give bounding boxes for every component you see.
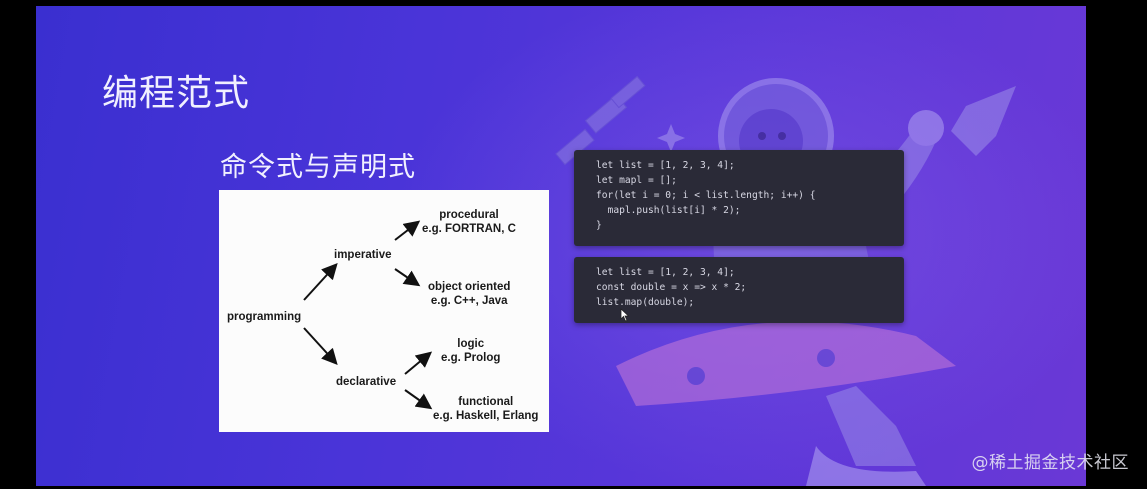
arrow-imperative-oo [394,268,421,287]
arrow-declarative-logic [404,351,433,375]
arrow-programming-imperative [303,263,338,301]
code-line: let mapl = []; [596,175,677,186]
paradigm-diagram: programming imperative declarative proce… [219,190,549,432]
presentation-slide: 编程范式 命令式与声明式 progr [36,6,1086,486]
slide-title: 编程范式 [102,73,251,114]
node-object-oriented: object oriented e.g. C++, Java [428,281,511,307]
code-line: for(let i = 0; i < list.length; i++) { [596,190,816,201]
declarative-code-block: let list = [1, 2, 3, 4]; const double = … [574,257,904,323]
imperative-code-block: let list = [1, 2, 3, 4]; let mapl = []; … [574,150,904,246]
node-functional: functional e.g. Haskell, Erlang [433,396,539,422]
code-line: let list = [1, 2, 3, 4]; [596,160,735,171]
watermark: @稀土掘金技术社区 [971,453,1129,473]
node-procedural: procedural e.g. FORTRAN, C [422,209,516,235]
code-line: const double = x => x * 2; [596,282,747,293]
code-line: let list = [1, 2, 3, 4]; [596,267,735,278]
code-line: mapl.push(list[i] * 2); [596,205,741,216]
diagram-arrows [303,220,433,410]
node-logic: logic e.g. Prolog [441,338,501,364]
node-declarative: declarative [336,376,397,388]
node-imperative: imperative [334,249,392,261]
letterbox-top [36,0,1086,6]
arrow-declarative-functional [404,389,433,410]
slide-subtitle: 命令式与声明式 [220,152,416,183]
arrow-programming-declarative [303,327,338,365]
code-line: } [596,220,602,231]
mouse-pointer-icon [620,308,630,322]
node-programming: programming [227,311,302,323]
code-line: list.map(double); [596,297,695,308]
arrow-imperative-procedural [394,220,421,241]
